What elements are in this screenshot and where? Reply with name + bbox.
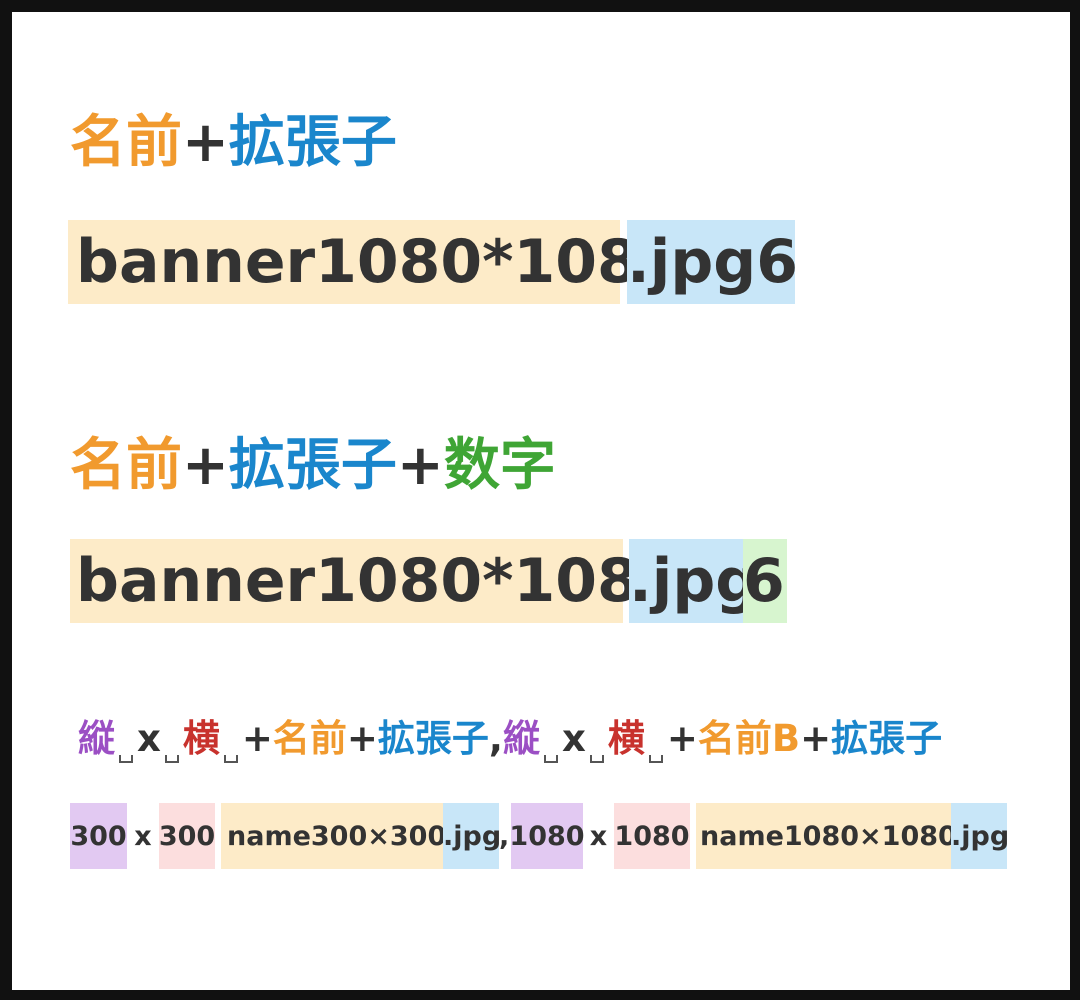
example-filename-1: banner1080*1080 .jpg6 bbox=[68, 220, 798, 304]
label-extension: 拡張子 bbox=[228, 433, 397, 498]
label-x: x bbox=[137, 717, 161, 760]
label-name-b: 名前B bbox=[697, 717, 801, 760]
segment-number: 6 bbox=[743, 539, 787, 623]
segment-name: banner1080*1080 bbox=[70, 539, 681, 623]
space-marker bbox=[220, 715, 242, 763]
heading-name-plus-extension-plus-number: 名前+拡張子+数字 bbox=[70, 438, 556, 494]
segment-tate: 300 bbox=[70, 803, 127, 869]
segment-extension: .jpg6 bbox=[627, 220, 798, 304]
space-marker bbox=[645, 715, 667, 763]
label-extension: 拡張子 bbox=[228, 110, 397, 175]
plus-sign: + bbox=[241, 717, 273, 760]
plus-sign: + bbox=[396, 433, 444, 498]
label-yoko: 横 bbox=[607, 717, 645, 760]
space-marker bbox=[586, 715, 608, 763]
label-tate: 縦 bbox=[502, 717, 540, 760]
label-x: x bbox=[561, 717, 586, 760]
label-tate: 縦 bbox=[78, 717, 115, 760]
segment-extension: .jpg bbox=[443, 803, 501, 869]
segment-extension: .jpg bbox=[629, 539, 758, 623]
label-extension: 拡張子 bbox=[377, 717, 489, 760]
heading-name-plus-extension: 名前+拡張子 bbox=[70, 115, 397, 171]
space-marker bbox=[161, 715, 183, 763]
segment-yoko: 1080 bbox=[614, 803, 690, 869]
space-marker bbox=[115, 715, 137, 763]
segment-x: x bbox=[589, 820, 608, 852]
segment-x: x bbox=[134, 820, 152, 852]
label-extension: 拡張子 bbox=[831, 717, 943, 760]
segment-comma: , bbox=[499, 820, 510, 852]
label-yoko: 横 bbox=[182, 717, 220, 760]
plus-sign: + bbox=[800, 717, 832, 760]
segment-name: banner1080*1080 bbox=[68, 220, 681, 304]
label-name: 名前 bbox=[70, 110, 182, 175]
plus-sign: + bbox=[666, 717, 698, 760]
segment-tate: 1080 bbox=[509, 803, 585, 869]
label-name: 名前 bbox=[272, 717, 347, 760]
label-number: 数字 bbox=[443, 433, 556, 498]
plus-sign: + bbox=[346, 717, 378, 760]
segment-yoko: 300 bbox=[159, 803, 215, 869]
plus-sign: + bbox=[182, 433, 229, 498]
naming-pattern: 縦 x 横 + 名前 + 拡張子 , 縦 x 横 + 名前B + 拡張子 bbox=[78, 715, 942, 763]
comma: , bbox=[488, 717, 503, 760]
segment-name: name300×300 bbox=[221, 803, 446, 869]
segment-name: name1080×1080 bbox=[696, 803, 957, 869]
example-filename-3: 300 x 300 name300×300 .jpg , 1080 x 1080… bbox=[70, 803, 1009, 869]
example-filename-2: banner1080*1080 .jpg 6 bbox=[70, 539, 787, 623]
label-name: 名前 bbox=[70, 433, 182, 498]
space-marker bbox=[540, 715, 562, 763]
segment-extension: .jpg bbox=[951, 803, 1009, 869]
plus-sign: + bbox=[182, 110, 229, 175]
